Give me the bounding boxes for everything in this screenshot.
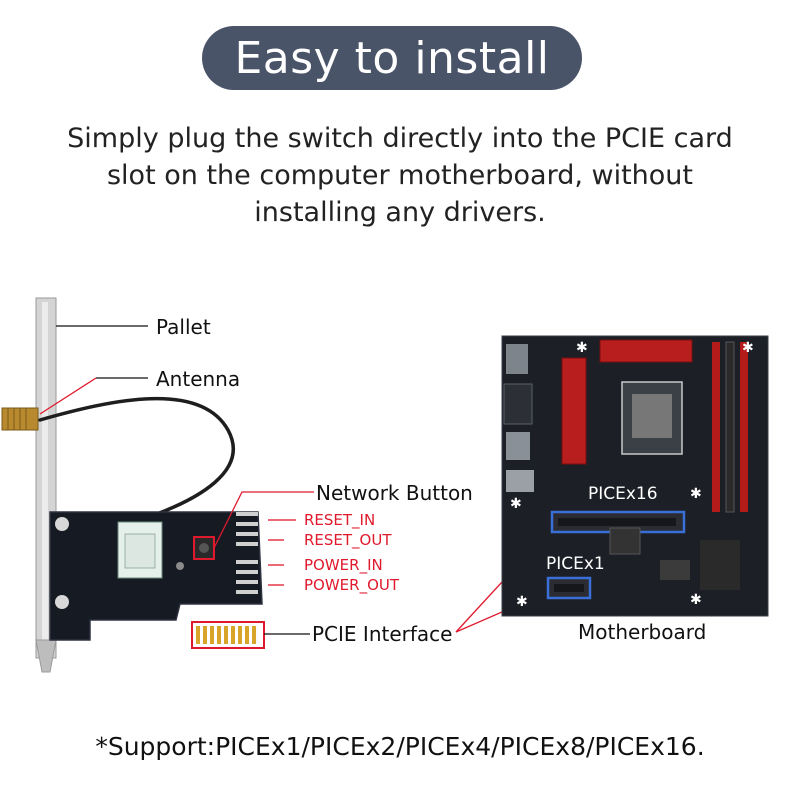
label-slot-x1: PICEx1 [546,554,605,574]
svg-text:✱: ✱ [516,594,528,610]
vrm-heatsink [561,357,587,465]
pin-label: RESET_IN [304,511,376,529]
ram-slot [712,342,720,512]
description: Simply plug the switch directly into the… [40,120,760,231]
description-line: Simply plug the switch directly into the… [67,123,733,154]
svg-text:✱: ✱ [510,496,522,512]
motherboard-illustration: ✱ ✱ ✱ ✱ ✱ ✱ [501,335,769,617]
svg-text:✱: ✱ [576,340,588,356]
svg-text:✱: ✱ [742,340,754,356]
label-pcie-interface: PCIE Interface [312,622,453,646]
pcie-card-illustration [1,297,265,673]
svg-text:✱: ✱ [690,486,702,502]
antenna-cable [38,396,236,522]
page-title: Easy to install [234,32,550,84]
description-line: slot on the computer motherboard, withou… [106,160,694,191]
title-badge: Easy to install [202,26,582,90]
svg-text:✱: ✱ [690,592,702,608]
support-note: *Support:PICEx1/PICEx2/PICEx4/PICEx8/PIC… [95,732,705,761]
pin-label: RESET_OUT [304,531,392,549]
pin-label: POWER_OUT [304,576,400,594]
label-network-button: Network Button [316,481,473,505]
label-slot-x16: PICEx16 [588,484,658,504]
description-line: installing any drivers. [254,197,546,228]
label-antenna: Antenna [156,367,241,391]
label-motherboard: Motherboard [578,620,707,644]
gold-fingers [191,621,265,649]
label-pallet: Pallet [156,315,211,339]
pin-label: POWER_IN [304,556,383,574]
